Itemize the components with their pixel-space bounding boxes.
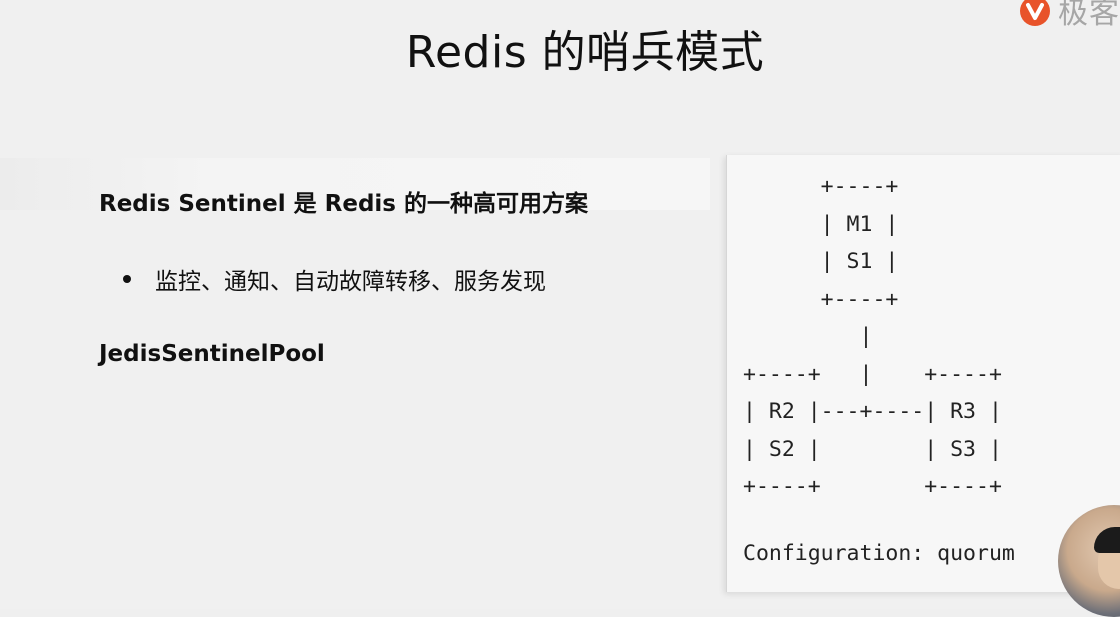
diagram-panel bbox=[726, 155, 1120, 592]
content-heading: Redis Sentinel 是 Redis 的一种高可用方案 bbox=[99, 191, 588, 217]
bullet-item: 监控、通知、自动故障转移、服务发现 bbox=[123, 262, 546, 296]
geekbang-logo-icon bbox=[1020, 0, 1050, 26]
brand-logo: 极客 bbox=[1018, 0, 1120, 31]
presenter-hair bbox=[1094, 527, 1120, 553]
content-subheading: JedisSentinelPool bbox=[99, 341, 325, 367]
sentinel-topology-diagram: +----+ | M1 | | S1 | +----+ | +----+ | +… bbox=[743, 174, 1002, 499]
heading-band bbox=[0, 158, 710, 210]
slide-title: Redis 的哨兵模式 bbox=[405, 27, 765, 78]
bullet-dot-icon bbox=[123, 275, 131, 283]
logo-text: 极客 bbox=[1058, 0, 1120, 31]
presenter-face bbox=[1098, 541, 1120, 589]
bullet-text: 监控、通知、自动故障转移、服务发现 bbox=[155, 269, 546, 295]
configuration-label: Configuration: quorum bbox=[743, 541, 1015, 566]
